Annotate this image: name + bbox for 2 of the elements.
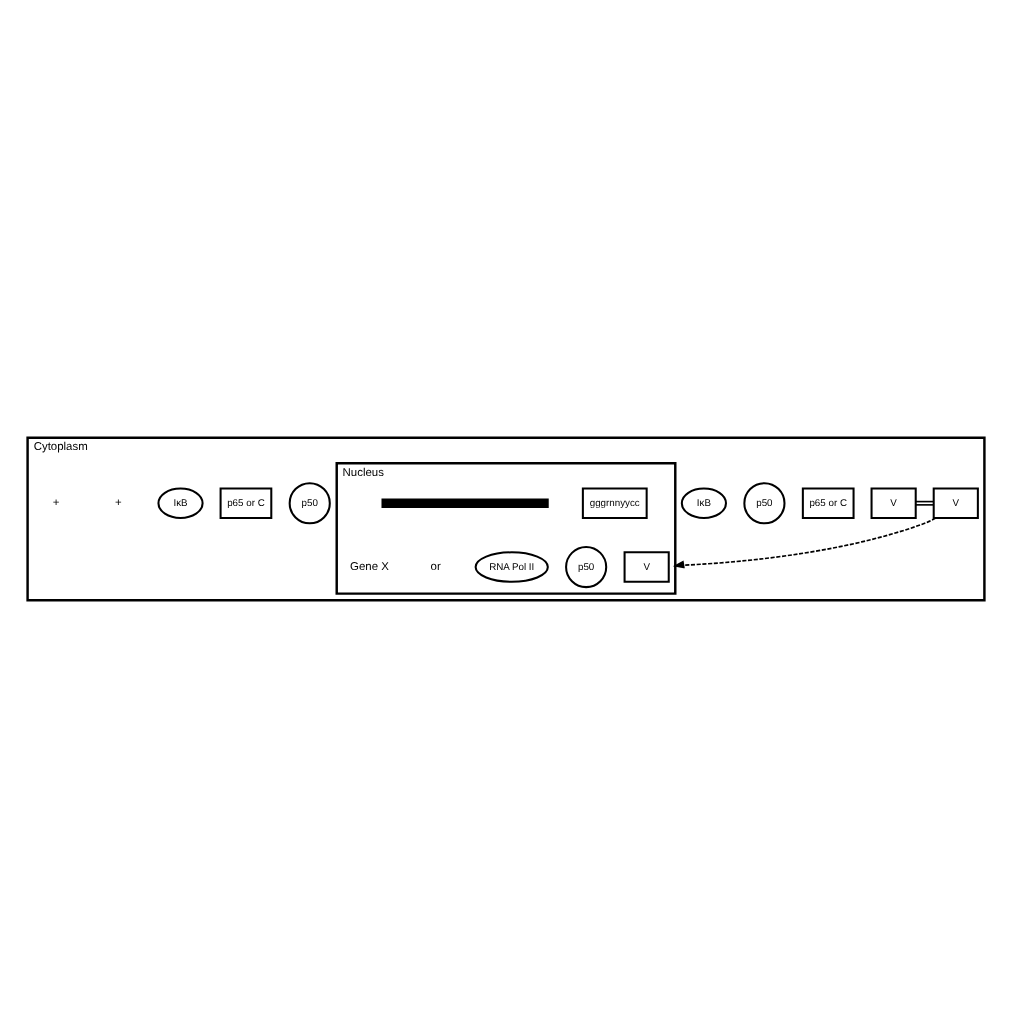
arrow (672, 516, 937, 568)
node-bar (381, 497, 549, 507)
